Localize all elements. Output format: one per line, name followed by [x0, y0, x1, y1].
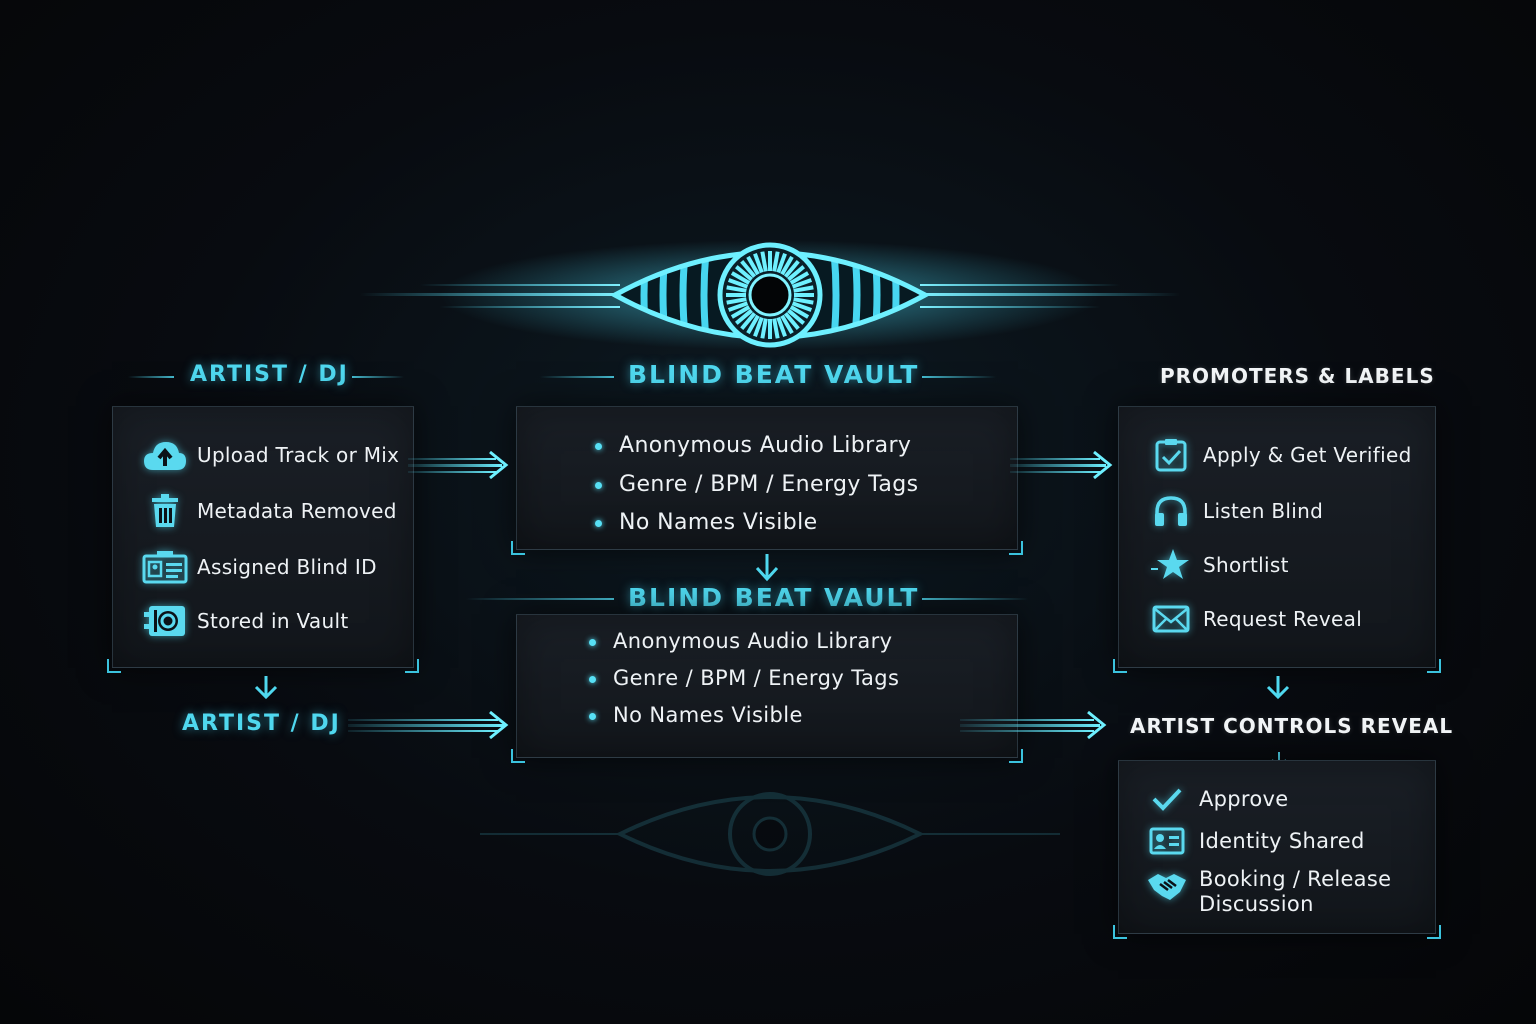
vault-feature-item: Anonymous Audio Library — [593, 427, 918, 466]
promoters-heading: PROMOTERS & LABELS — [1160, 364, 1435, 388]
step-stored: Stored in Vault — [141, 601, 348, 641]
step-upload: Upload Track or Mix — [141, 435, 399, 475]
step-request-reveal: Request Reveal — [1147, 599, 1362, 639]
reveal-steps-panel: Approve Identity Shared Booking / Releas… — [1113, 760, 1441, 939]
step-label: Assigned Blind ID — [197, 555, 377, 579]
vault-feature-list: Anonymous Audio Library Genre / BPM / En… — [587, 623, 899, 734]
step-label: Approve — [1199, 787, 1289, 811]
eye-logo — [360, 220, 1180, 370]
promoter-steps-panel: Apply & Get Verified Listen Blind Shortl… — [1113, 406, 1441, 673]
step-label: Request Reveal — [1203, 607, 1363, 631]
step-approve: Approve — [1143, 779, 1289, 819]
vault-feature-item: Genre / BPM / Energy Tags — [587, 660, 899, 697]
step-apply-verified: Apply & Get Verified — [1147, 435, 1412, 475]
reveal-heading: ARTIST CONTROLS REVEAL — [1130, 714, 1454, 738]
eye-logo-reflection — [480, 770, 1060, 900]
step-label: Booking / Release — [1199, 867, 1392, 891]
artist-heading: ARTIST / DJ — [190, 362, 349, 387]
step-blind-id: Assigned Blind ID — [141, 547, 377, 587]
step-label: Identity Shared — [1199, 829, 1365, 853]
vault-feature-list: Anonymous Audio Library Genre / BPM / En… — [593, 427, 918, 543]
heading-rule-left — [540, 376, 614, 378]
flow-arrow-icon — [408, 448, 512, 484]
heading-rule-left — [466, 598, 614, 600]
vault-icon — [141, 601, 189, 641]
step-identity-shared: Identity Shared — [1143, 821, 1365, 861]
heading-rule-right — [922, 376, 996, 378]
eye-reflection-icon — [480, 792, 1060, 876]
step-label: Upload Track or Mix — [197, 443, 400, 467]
down-arrow-icon — [253, 674, 279, 704]
checkmark-icon — [1143, 779, 1191, 819]
down-arrow-icon — [754, 552, 780, 586]
vault-feature-item: Anonymous Audio Library — [587, 623, 899, 660]
flow-arrow-icon — [960, 708, 1110, 744]
artist-heading-secondary: ARTIST / DJ — [182, 711, 341, 736]
step-listen-blind: Listen Blind — [1147, 491, 1323, 531]
flow-arrow-icon — [348, 708, 514, 744]
step-label: Stored in Vault — [197, 609, 349, 633]
star-icon — [1147, 545, 1195, 585]
step-shortlist: Shortlist — [1147, 545, 1289, 585]
trash-icon — [141, 491, 189, 531]
headphones-icon — [1147, 491, 1195, 531]
heading-rule-right — [922, 598, 1028, 600]
id-card-icon — [141, 547, 189, 587]
step-label-continued: Discussion — [1199, 892, 1314, 916]
vault-features-panel: Anonymous Audio Library Genre / BPM / En… — [511, 406, 1023, 555]
cloud-upload-icon — [141, 435, 189, 475]
handshake-icon — [1143, 867, 1191, 907]
step-label: Metadata Removed — [197, 499, 397, 523]
heading-rule-right — [352, 376, 404, 378]
flow-arrow-icon — [1010, 448, 1116, 484]
vault-heading-secondary: BLIND BEAT VAULT — [628, 583, 920, 612]
envelope-icon — [1147, 599, 1195, 639]
step-label: Apply & Get Verified — [1203, 443, 1412, 467]
step-booking-discussion: Booking / Release Discussion — [1143, 867, 1391, 917]
clipboard-check-icon — [1147, 435, 1195, 475]
step-metadata: Metadata Removed — [141, 491, 397, 531]
step-label: Shortlist — [1203, 553, 1289, 577]
down-arrow-icon — [1265, 674, 1291, 704]
vault-feature-item: No Names Visible — [593, 504, 918, 543]
heading-rule-left — [128, 376, 174, 378]
vault-feature-item: Genre / BPM / Energy Tags — [593, 466, 918, 505]
vault-feature-item: No Names Visible — [587, 697, 899, 734]
eye-logo-icon — [360, 240, 1180, 350]
artist-steps-panel: Upload Track or Mix Metadata Removed Ass… — [107, 406, 419, 673]
step-label: Listen Blind — [1203, 499, 1324, 523]
vault-heading: BLIND BEAT VAULT — [628, 360, 920, 389]
vault-features-panel-secondary: Anonymous Audio Library Genre / BPM / En… — [511, 614, 1023, 763]
identity-card-icon — [1143, 821, 1191, 861]
